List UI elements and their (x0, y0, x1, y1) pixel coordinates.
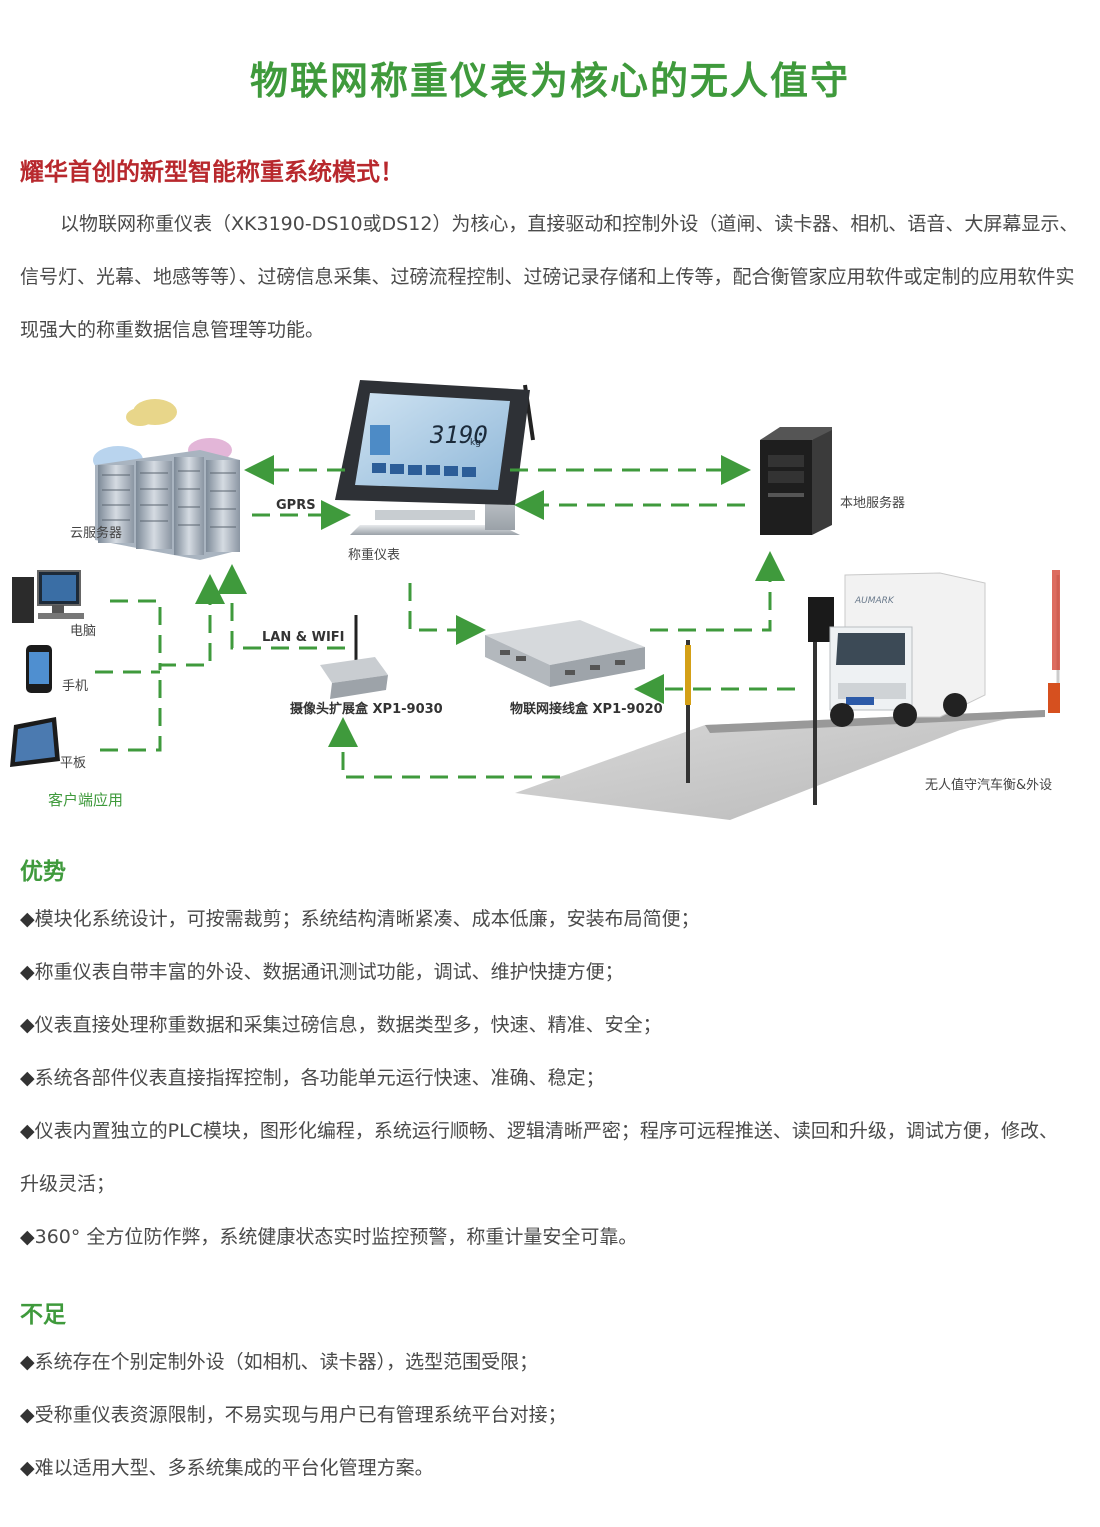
arrow-indicator-to-iot-box (408, 583, 486, 645)
list-item: ◆难以适用大型、多系统集成的平台化管理方案。 (20, 1457, 434, 1479)
pc-label: 电脑 (70, 624, 96, 639)
gprs-label: GPRS (276, 498, 316, 513)
subtitle: 耀华首创的新型智能称重系统模式！ (20, 158, 404, 186)
list-item: ◆系统各部件仪表直接指挥控制，各功能单元运行快速、准确、稳定； (20, 1067, 605, 1089)
phone-icon (26, 645, 52, 693)
diamond-bullet-icon: ◆ (20, 1351, 35, 1373)
tablet-icon (10, 717, 60, 767)
client-apps-label: 客户端应用 (48, 791, 123, 809)
system-diagram: 云服务器 3190 kg 称重仪表 本地服务器 电脑 (10, 380, 1060, 820)
disadvantages-heading: 不足 (20, 1302, 66, 1328)
arrow-pc-to-cloud (110, 574, 225, 667)
advantages-list: ◆模块化系统设计，可按需裁剪；系统结构清晰紧凑、成本低廉，安装布局简便； ◆称重… (20, 893, 1070, 1264)
truck-icon (829, 572, 986, 727)
tablet-label: 平板 (60, 756, 86, 771)
camera-box-icon (320, 615, 388, 699)
list-item: ◆系统存在个别定制外设（如相机、读卡器），选型范围受限； (20, 1351, 539, 1373)
diamond-bullet-icon: ◆ (20, 908, 35, 930)
intro-paragraph: 以物联网称重仪表（XK3190-DS10或DS12）为核心，直接驱动和控制外设（… (20, 213, 1079, 341)
diamond-bullet-icon: ◆ (20, 1457, 35, 1479)
indicator-label: 称重仪表 (348, 547, 400, 563)
pc-icon (12, 570, 84, 623)
iot-box-label: 物联网接线盒 XP1-9020 (510, 701, 663, 717)
cloud-server-icon (93, 399, 240, 560)
diamond-bullet-icon: ◆ (20, 1226, 35, 1248)
arrow-camera-box-to-cloud (217, 564, 345, 650)
diamond-bullet-icon: ◆ (20, 961, 35, 983)
list-item: ◆称重仪表自带丰富的外设、数据通讯测试功能，调试、维护快捷方便； (20, 961, 624, 983)
diamond-bullet-icon: ◆ (20, 1120, 35, 1142)
list-item: ◆受称重仪表资源限制，不易实现与用户已有管理系统平台对接； (20, 1404, 567, 1426)
diamond-bullet-icon: ◆ (20, 1014, 35, 1036)
arrow-scale-to-camera-box (328, 717, 560, 779)
diamond-bullet-icon: ◆ (20, 1067, 35, 1089)
camera-box-label: 摄像头扩展盒 XP1-9030 (290, 701, 443, 717)
phone-label: 手机 (62, 679, 88, 694)
lan-wifi-label: LAN & WIFI (262, 630, 345, 645)
disadvantages-list: ◆系统存在个别定制外设（如相机、读卡器），选型范围受限； ◆受称重仪表资源限制，… (20, 1336, 1070, 1495)
list-item: ◆仪表内置独立的PLC模块，图形化编程，系统运行顺畅、逻辑清晰严密；程序可远程推… (20, 1120, 1058, 1195)
arrow-iot-box-to-local-server (650, 551, 785, 632)
page-title: 物联网称重仪表为核心的无人值守 (249, 59, 850, 103)
truck-scale-label: 无人值守汽车衡&外设 (925, 777, 1052, 793)
local-server-label: 本地服务器 (840, 495, 905, 511)
line-tablet (100, 665, 162, 752)
local-server-icon (760, 427, 832, 535)
indicator-display-unit: kg (470, 438, 481, 448)
iot-box-icon (485, 620, 645, 687)
truck-brand-text: AUMARK (854, 596, 895, 606)
advantages-heading: 优势 (20, 859, 66, 885)
indicator-display-value: 3190 (429, 421, 488, 449)
diamond-bullet-icon: ◆ (20, 1404, 35, 1426)
list-item: ◆模块化系统设计，可按需裁剪；系统结构清晰紧凑、成本低廉，安装布局简便； (20, 908, 700, 930)
list-item: ◆360° 全方位防作弊，系统健康状态实时监控预警，称重计量安全可靠。 (20, 1226, 638, 1248)
cloud-server-label: 云服务器 (70, 525, 122, 541)
list-item: ◆仪表直接处理称重数据和采集过磅信息，数据类型多，快速、精准、安全； (20, 1014, 662, 1036)
connection-arrows (95, 455, 795, 779)
indicator-icon (335, 380, 535, 535)
